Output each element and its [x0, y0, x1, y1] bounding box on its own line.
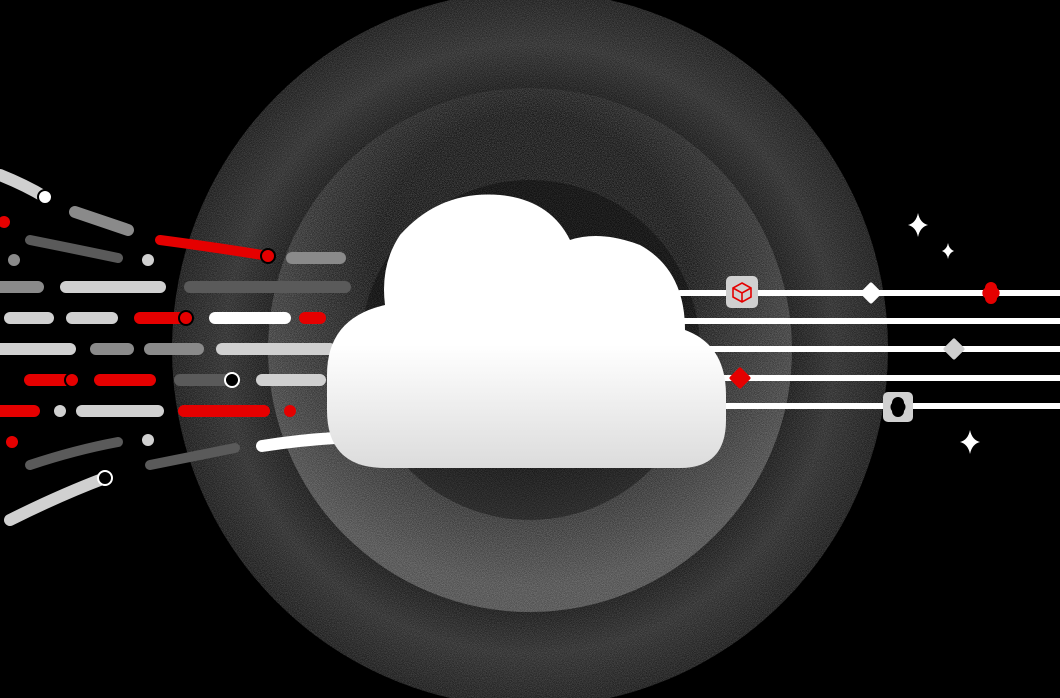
streak-dots [0, 189, 296, 486]
clover-icon [883, 392, 913, 422]
diamond-icon [729, 367, 751, 389]
diamond-icon [860, 282, 882, 304]
sparkle-icon [908, 213, 980, 454]
diamond-icon [943, 338, 965, 360]
clover-icon [982, 282, 1000, 304]
cube-icon [726, 276, 758, 308]
cloud-icon [327, 194, 726, 468]
left-data-streaks [0, 169, 351, 526]
